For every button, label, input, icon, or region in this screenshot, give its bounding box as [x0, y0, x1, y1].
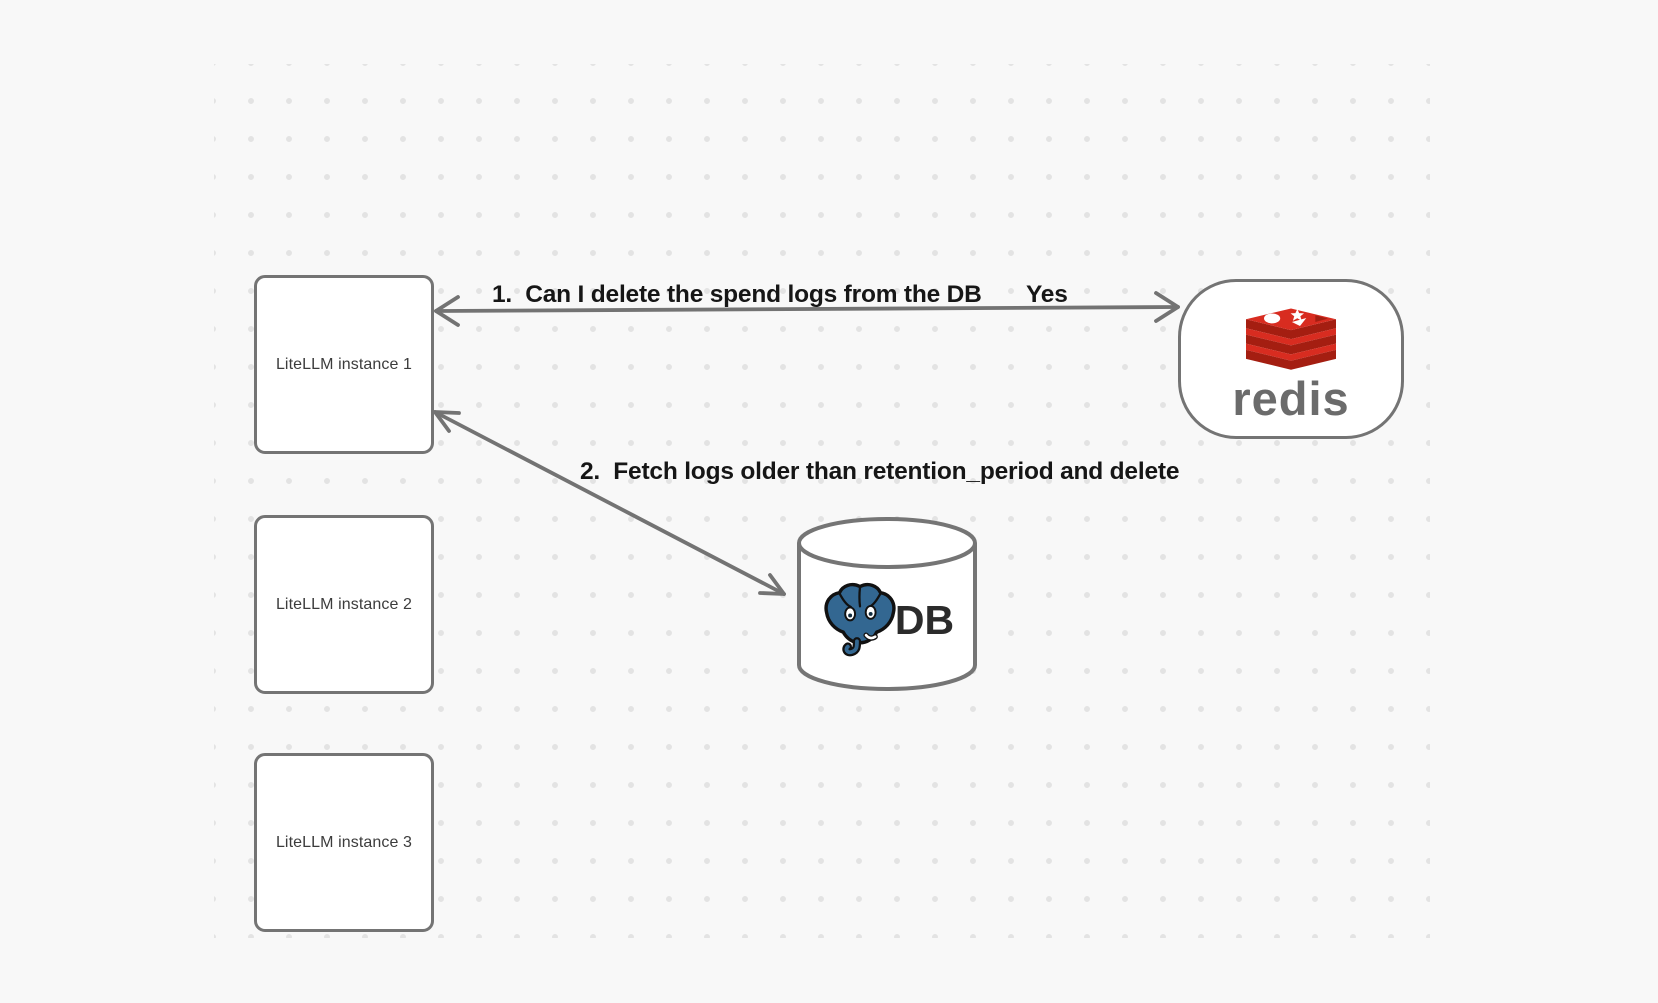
redis-logo-icon	[1246, 308, 1336, 370]
edge-1-question-label: 1. Can I delete the spend logs from the …	[492, 281, 982, 308]
node-redis[interactable]: redis	[1178, 279, 1404, 439]
edge-1-answer-label: Yes	[1026, 281, 1068, 308]
db-node-content: DB	[800, 572, 976, 668]
postgres-elephant-icon	[824, 582, 896, 657]
node-litellm-instance-2[interactable]: LiteLLM instance 2	[254, 515, 434, 694]
redis-wordmark: redis	[1232, 372, 1350, 425]
node-litellm-instance-1[interactable]: LiteLLM instance 1	[254, 275, 434, 454]
node-label: LiteLLM instance 1	[275, 355, 413, 373]
db-node-label: DB	[894, 596, 955, 643]
node-label: LiteLLM instance 3	[275, 833, 413, 851]
node-label: LiteLLM instance 2	[275, 595, 413, 613]
edge-2-label: 2. Fetch logs older than retention_perio…	[580, 458, 1180, 485]
node-litellm-instance-3[interactable]: LiteLLM instance 3	[254, 753, 434, 932]
